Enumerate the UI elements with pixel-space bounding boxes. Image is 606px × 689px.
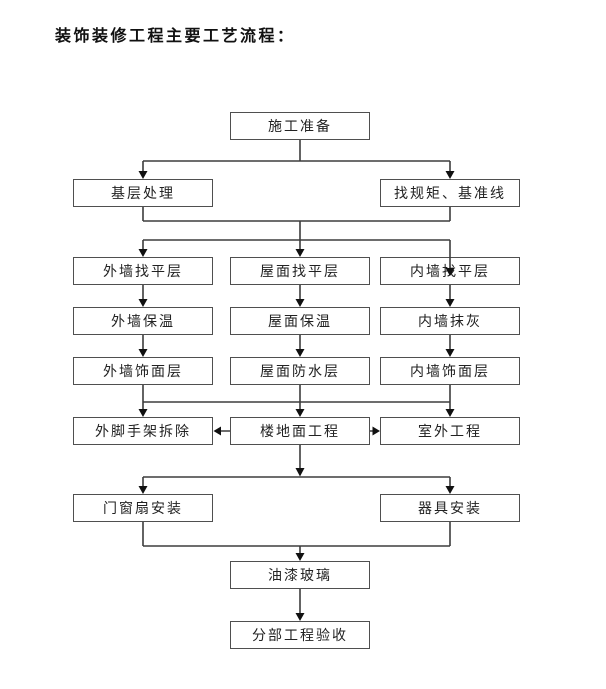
flow-node-scaffold-removal: 外脚手架拆除 <box>73 417 213 445</box>
flow-node-ext-wall-leveling: 外墙找平层 <box>73 257 213 285</box>
arrow-down-icon <box>138 486 148 494</box>
arrow-down-icon <box>445 171 455 179</box>
flow-node-door-window-install: 门窗扇安装 <box>73 494 213 522</box>
connector-prep-to-row2 <box>138 140 455 179</box>
flow-node-ext-wall-finish: 外墙饰面层 <box>73 357 213 385</box>
connector-floorworks-split-row7 <box>138 445 455 494</box>
arrow-down-icon <box>295 409 305 417</box>
arrow-down-icon <box>295 613 305 621</box>
flow-node-construction-prep: 施工准备 <box>230 112 370 140</box>
arrow-down-icon <box>295 249 305 257</box>
flow-node-roof-waterproofing: 屋面防水层 <box>230 357 370 385</box>
flow-node-ext-wall-insulation: 外墙保温 <box>73 307 213 335</box>
arrow-down-icon <box>138 299 148 307</box>
connector-row3-to-row4 <box>138 285 455 307</box>
arrow-down-icon <box>295 553 305 561</box>
flow-node-int-wall-plastering: 内墙抹灰 <box>380 307 520 335</box>
arrow-down-icon <box>138 249 148 257</box>
flow-node-floor-works: 楼地面工程 <box>230 417 370 445</box>
flow-node-int-wall-finish: 内墙饰面层 <box>380 357 520 385</box>
flow-node-base-treatment: 基层处理 <box>73 179 213 207</box>
connector-row5-merge-split-row6 <box>138 385 455 417</box>
flow-node-int-wall-leveling: 内墙找平层 <box>380 257 520 285</box>
arrow-down-icon <box>445 349 455 357</box>
arrow-down-icon <box>445 486 455 494</box>
flow-node-acceptance: 分部工程验收 <box>230 621 370 649</box>
flow-node-paint-glass: 油漆玻璃 <box>230 561 370 589</box>
arrow-down-icon <box>445 409 455 417</box>
connector-row7-merge-paintglass <box>142 522 451 561</box>
flow-node-roof-leveling: 屋面找平层 <box>230 257 370 285</box>
arrow-down-icon <box>295 349 305 357</box>
arrow-down-icon <box>295 468 305 477</box>
flow-node-roof-insulation: 屋面保温 <box>230 307 370 335</box>
arrow-down-icon <box>138 409 148 417</box>
arrow-left-icon <box>213 426 221 436</box>
arrow-down-icon <box>445 299 455 307</box>
page-title: 装饰装修工程主要工艺流程： <box>55 28 296 45</box>
flow-node-fixture-install: 器具安装 <box>380 494 520 522</box>
connector-row4-to-row5 <box>138 335 455 357</box>
connector-paintglass-to-acceptance <box>295 589 305 621</box>
flow-node-guideline: 找规矩、基准线 <box>380 179 520 207</box>
arrow-right-icon <box>372 426 380 436</box>
flow-node-outdoor-works: 室外工程 <box>380 417 520 445</box>
arrow-down-icon <box>295 299 305 307</box>
arrow-down-icon <box>138 171 148 179</box>
arrow-down-icon <box>138 349 148 357</box>
